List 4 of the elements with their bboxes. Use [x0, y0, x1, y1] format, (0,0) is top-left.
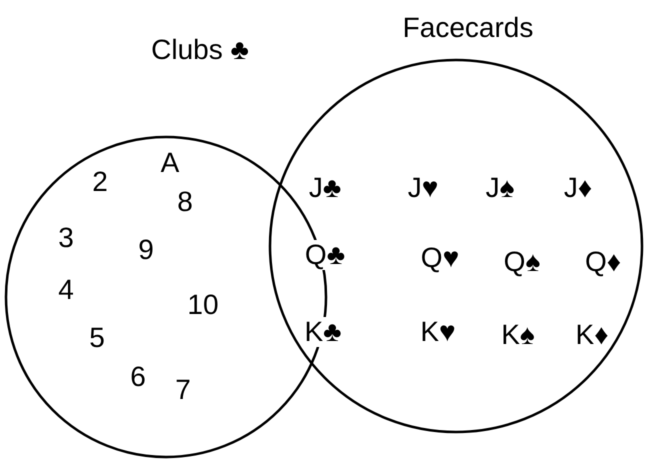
card-label: K♣	[304, 317, 342, 347]
set-title: Clubs ♣	[151, 36, 249, 64]
card-label: Q♣	[304, 240, 346, 270]
set-title: Facecards	[402, 14, 534, 42]
